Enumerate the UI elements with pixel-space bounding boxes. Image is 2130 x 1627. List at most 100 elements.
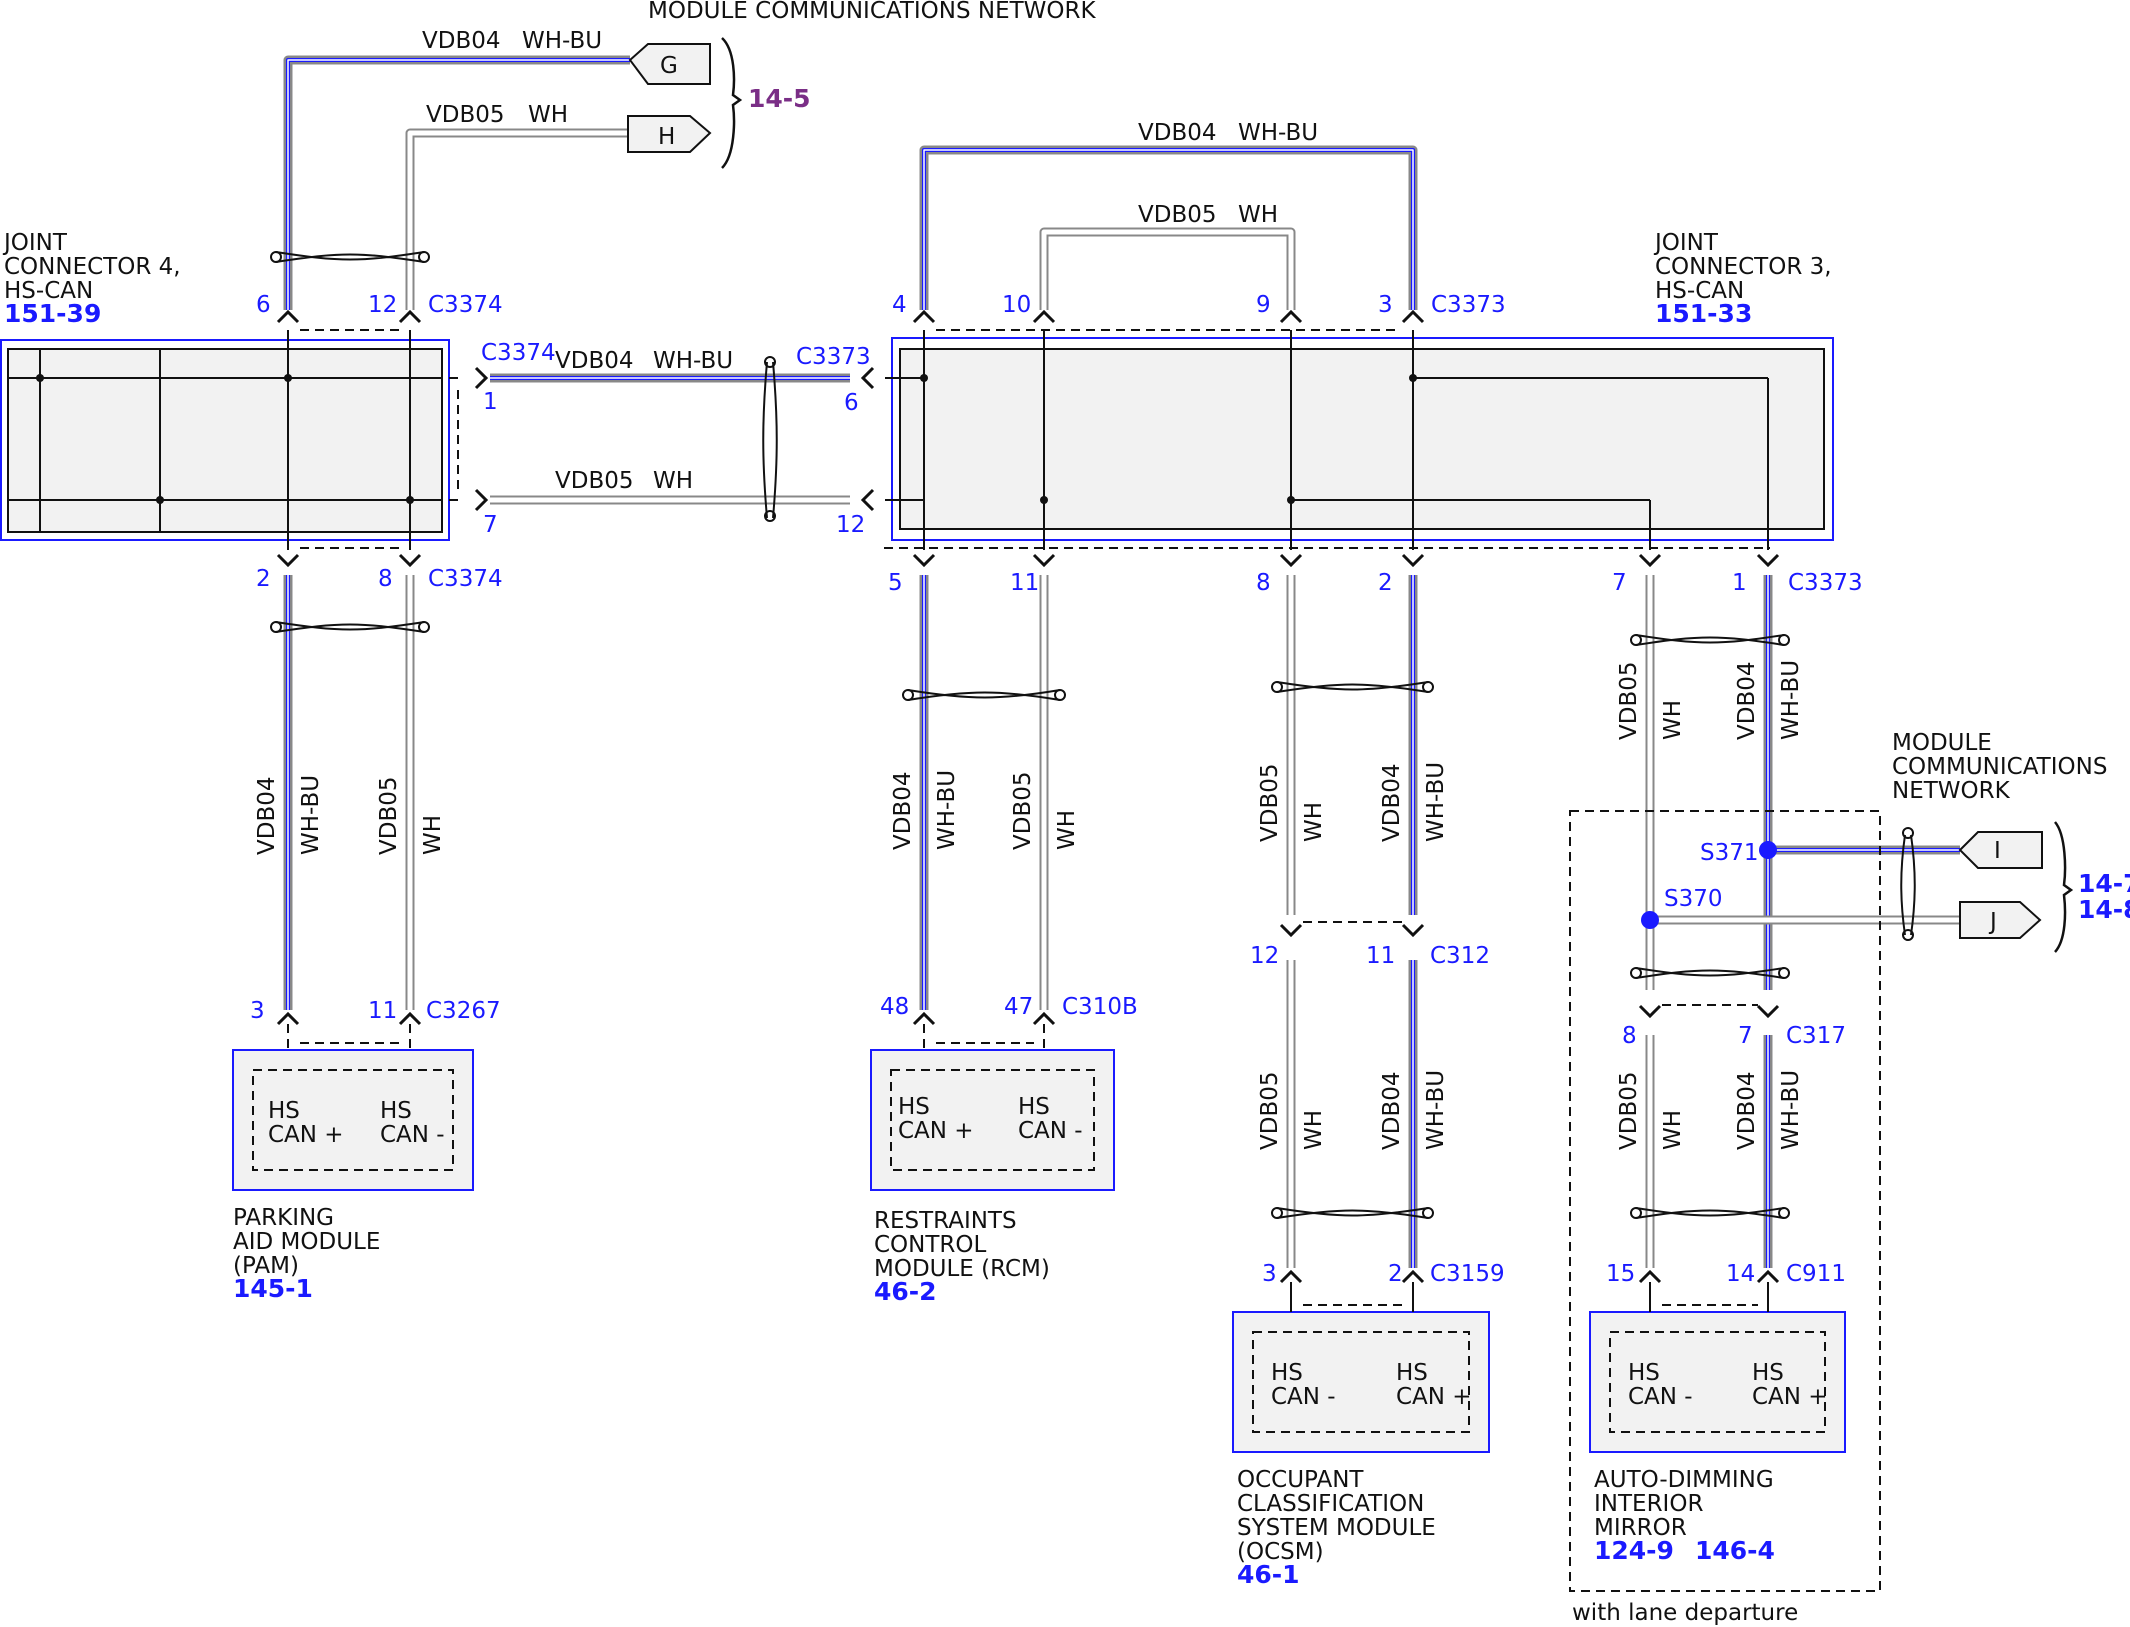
jc4-pin: 12: [368, 292, 397, 318]
wire-label-vdb04: VDB04: [422, 28, 501, 54]
pam-pin: 3: [250, 998, 265, 1024]
splice-s371: [1759, 841, 1777, 859]
wire-label-vdb04: VDB04: [890, 772, 916, 851]
pam-hs: HS: [380, 1098, 412, 1124]
network-right-1: MODULE: [1892, 730, 1992, 756]
ocsm-inline-pin: 11: [1366, 943, 1395, 969]
jc3-pin: 2: [1378, 570, 1393, 596]
ocsm-module: [1232, 1282, 1490, 1453]
wire-label-vdb04: VDB04: [254, 777, 280, 856]
jc3-connector-id: C3373: [1431, 292, 1506, 318]
wire-label-wh-bu: WH-BU: [934, 770, 960, 850]
mirror-hs: HS: [1628, 1360, 1660, 1386]
jc3-pin: 4: [892, 292, 907, 318]
page-ref-14-8: 14-8: [2078, 895, 2130, 924]
mirror-ref: 146-4: [1695, 1536, 1775, 1565]
ocsm-inline-connector-id: C312: [1430, 943, 1490, 969]
jc3-pin: 1: [1732, 570, 1747, 596]
pam-name-3: (PAM): [233, 1253, 299, 1279]
joint-connector-4: [0, 329, 459, 550]
jc4-connector-id: C3374: [481, 340, 556, 366]
wire-label-vdb04: VDB04: [1734, 1072, 1760, 1151]
mirror-inline-connector-id: C317: [1786, 1023, 1846, 1049]
rcm-pin: 47: [1004, 994, 1033, 1020]
wire-label-wh: WH: [1301, 1110, 1327, 1150]
terminal-i-label: I: [1994, 838, 2001, 864]
wire-label-wh-bu: WH-BU: [1778, 1070, 1804, 1150]
wire-label-vdb04: VDB04: [1379, 764, 1405, 843]
wire-label-wh: WH: [1054, 810, 1080, 850]
pam-connector-id: C3267: [426, 998, 501, 1024]
wire-label-vdb05: VDB05: [555, 468, 634, 494]
ocsm-name-4: (OCSM): [1237, 1539, 1324, 1565]
jc3-pin: 12: [836, 512, 865, 538]
wire-label-wh: WH: [1660, 700, 1686, 740]
rcm-can: CAN -: [1018, 1118, 1083, 1144]
wire-label-wh-bu: WH-BU: [653, 348, 733, 374]
jc3-pin: 8: [1256, 570, 1271, 596]
mirror-can: CAN -: [1628, 1384, 1693, 1410]
wires: [283, 55, 1960, 1268]
network-right-2: COMMUNICATIONS: [1892, 754, 2107, 780]
jc3-pin: 10: [1002, 292, 1031, 318]
ocsm-can: CAN +: [1396, 1384, 1472, 1410]
jc4-ref: 151-39: [4, 299, 101, 328]
rcm-pin: 48: [880, 994, 909, 1020]
mirror-hs: HS: [1752, 1360, 1784, 1386]
terminal-h: [627, 115, 712, 153]
rcm-name-1: RESTRAINTS: [874, 1208, 1017, 1234]
jc3-pin: 7: [1612, 570, 1627, 596]
jc3-pin: 11: [1010, 570, 1039, 596]
pam-can: CAN +: [268, 1122, 344, 1148]
rcm-ref: 46-2: [874, 1277, 937, 1306]
mirror-pin: 15: [1606, 1261, 1635, 1287]
jc4-connector-id: C3374: [428, 292, 503, 318]
mirror-inline-pin: 7: [1738, 1023, 1753, 1049]
mirror-can: CAN +: [1752, 1384, 1828, 1410]
wire-label-wh: WH: [1660, 1110, 1686, 1150]
pam-module: [232, 1049, 474, 1191]
ocsm-name-2: CLASSIFICATION: [1237, 1491, 1424, 1517]
ocsm-name-1: OCCUPANT: [1237, 1467, 1364, 1493]
pam-name-2: AID MODULE: [233, 1229, 380, 1255]
wire-label-vdb05: VDB05: [426, 102, 505, 128]
ocsm-connector-id: C3159: [1430, 1261, 1505, 1287]
wire-label-wh: WH: [653, 468, 693, 494]
jc4-label-1: JOINT: [2, 230, 68, 256]
pam-pin: 11: [368, 998, 397, 1024]
jc3-label-2: CONNECTOR 3,: [1655, 254, 1832, 280]
wire-label-vdb05: VDB05: [1257, 764, 1283, 843]
jc4-pin: 8: [378, 566, 393, 592]
pam-can: CAN -: [380, 1122, 445, 1148]
jc3-pin: 6: [844, 390, 859, 416]
splice-s370: [1641, 911, 1659, 929]
terminal-j: [1959, 901, 2042, 939]
page-ref-14-5: 14-5: [748, 84, 811, 113]
terminal-g-label: G: [660, 53, 678, 79]
jc4-pin: 7: [483, 512, 498, 538]
wire-label-wh: WH: [420, 815, 446, 855]
ocsm-hs: HS: [1396, 1360, 1428, 1386]
wire-label-wh-bu: WH-BU: [1778, 660, 1804, 740]
terminal-i: [1958, 831, 2043, 869]
ocsm-inline-pin: 12: [1250, 943, 1279, 969]
brace-top: [721, 37, 743, 169]
wire-label-vdb05: VDB05: [1010, 772, 1036, 851]
page-ref-14-7: 14-7: [2078, 869, 2130, 898]
vertical-wire-labels: VDB04 WH-BU VDB05 WH VDB04 WH-BU VDB05 W…: [254, 660, 1804, 1150]
wire-label-wh-bu: WH-BU: [298, 775, 324, 855]
wire-label-vdb05: VDB05: [376, 777, 402, 856]
wire-label-vdb05: VDB05: [1138, 202, 1217, 228]
rcm-name-3: MODULE (RCM): [874, 1256, 1050, 1282]
terminal-j-label: J: [1988, 909, 1997, 935]
splice-label: S370: [1664, 886, 1723, 912]
dashed-connector-bars: [287, 921, 1758, 1306]
jc4-pin: 2: [256, 566, 271, 592]
jc3-pin: 5: [888, 570, 903, 596]
mirror-inline-pin: 8: [1622, 1023, 1637, 1049]
wire-label-wh-bu: WH-BU: [1238, 120, 1318, 146]
mirror-module: [1589, 1282, 1846, 1453]
rcm-can: CAN +: [898, 1118, 974, 1144]
